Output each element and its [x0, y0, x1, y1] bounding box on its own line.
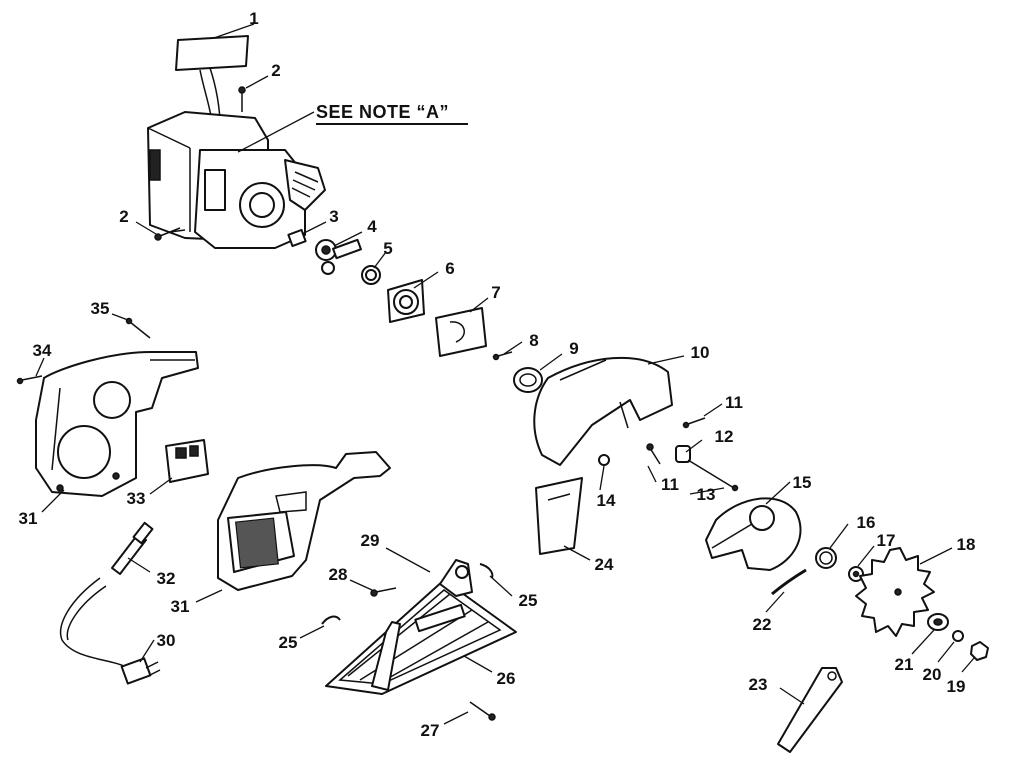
part-6-bearing-plate: [387, 279, 425, 323]
label-28: 28: [329, 565, 348, 584]
label-22: 22: [753, 615, 772, 634]
part-8-screw: [492, 351, 513, 361]
label-5: 5: [383, 239, 392, 258]
label-13: 13: [697, 485, 716, 504]
label-20: 20: [923, 665, 942, 684]
label-33: 33: [127, 489, 146, 508]
label-25-left: 25: [279, 633, 298, 652]
part-15-lower-guard: [705, 497, 802, 571]
label-4: 4: [367, 217, 377, 236]
see-note-a: SEE NOTE “A”: [237, 102, 468, 153]
label-34: 34: [33, 341, 52, 360]
part-12-spacer: [675, 445, 691, 463]
part-10-upper-guard: [533, 356, 673, 466]
label-9: 9: [569, 339, 578, 358]
label-32: 32: [157, 569, 176, 588]
leader-lines: [35, 23, 975, 725]
label-31-rear: 31: [19, 509, 38, 528]
label-7: 7: [491, 283, 500, 302]
part-25-clip-left: [321, 615, 341, 625]
part-22-spring: [771, 568, 807, 596]
part-21-outer-washer: [927, 613, 949, 631]
part-7-baffle: [435, 307, 487, 357]
label-25-right: 25: [519, 591, 538, 610]
part-18-saw-blade: [855, 547, 935, 637]
part-19-bolt: [970, 641, 989, 661]
part-2-screw-left: [154, 227, 181, 241]
label-6: 6: [445, 259, 454, 278]
part-28-screw: [370, 587, 397, 597]
part-31-rear-housing: [35, 351, 199, 497]
part-32-bolt: [111, 521, 154, 575]
label-10: 10: [691, 343, 710, 362]
label-26: 26: [497, 669, 516, 688]
part-number-labels: 1 2 2 3 4 5 6 7 8 9 10 11 12 11 13 14 15…: [19, 9, 976, 740]
part-17-inner-washer: [848, 566, 864, 582]
see-note-a-text: SEE NOTE “A”: [316, 102, 449, 122]
label-15: 15: [793, 473, 812, 492]
label-19: 19: [947, 677, 966, 696]
label-11-bottom: 11: [661, 475, 679, 494]
part-4-gear-shaft: [315, 238, 362, 275]
label-18: 18: [957, 535, 976, 554]
label-2-left: 2: [119, 207, 128, 226]
label-14: 14: [597, 491, 616, 510]
part-5-ring: [361, 265, 381, 285]
part-9-cap: [513, 367, 543, 393]
part-20-washer: [952, 630, 964, 642]
label-3: 3: [329, 207, 338, 226]
motor-housing: [147, 111, 326, 249]
part-3-bearing: [287, 228, 307, 248]
label-1: 1: [249, 9, 258, 28]
part-11-screw-a: [682, 417, 706, 429]
part-16-ring: [815, 547, 837, 569]
label-12: 12: [715, 427, 734, 446]
part-31-handle: [217, 451, 391, 591]
part-11-screw-b: [646, 443, 661, 465]
label-23: 23: [749, 675, 768, 694]
part-14-washer: [598, 454, 610, 466]
label-8: 8: [529, 331, 538, 350]
part-25-clip-right: [479, 563, 494, 579]
part-30-power-cord: [60, 577, 161, 685]
label-31-handle: 31: [171, 597, 190, 616]
label-21: 21: [895, 655, 914, 674]
part-33-switch: [165, 439, 209, 483]
part-26-shoe-base: [325, 559, 517, 695]
label-29: 29: [361, 531, 380, 550]
part-34-screw: [16, 375, 43, 385]
part-24-deflector: [535, 477, 583, 555]
part-35-screw: [125, 317, 151, 339]
label-24: 24: [595, 555, 614, 574]
label-16: 16: [857, 513, 876, 532]
label-30: 30: [157, 631, 176, 650]
part-23-wrench: [777, 667, 843, 753]
label-35: 35: [91, 299, 110, 318]
part-27-screw: [469, 701, 496, 721]
part-13-long-screw: [687, 459, 739, 492]
part-2-screw-top: [238, 86, 246, 112]
label-17: 17: [877, 531, 896, 550]
label-2-top: 2: [271, 61, 280, 80]
label-11-top: 11: [725, 393, 743, 412]
label-27: 27: [421, 721, 440, 740]
